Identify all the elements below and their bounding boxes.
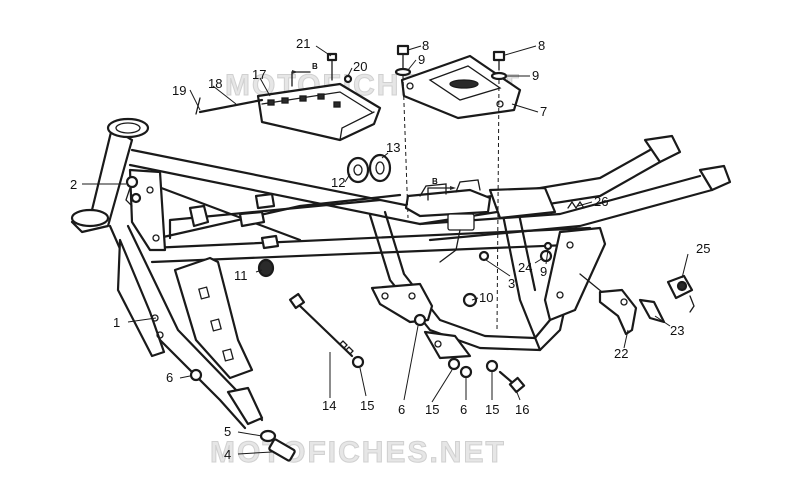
nut-part-15-c <box>485 359 499 373</box>
washer-part-9-lower <box>543 241 553 251</box>
screw-part-21 <box>326 52 338 81</box>
callout-9-left: 9 <box>418 52 425 67</box>
main-frame <box>70 117 732 430</box>
callout-6-mid: 6 <box>398 402 405 417</box>
callout-15-a: 15 <box>360 398 374 413</box>
watermark-bottom: MOTOFICHES.NET <box>210 436 506 469</box>
rod-part-18 <box>198 98 264 114</box>
latch-part-22 <box>598 288 638 336</box>
spring-part-26 <box>567 200 585 210</box>
lock-part-2 <box>125 175 142 207</box>
bolt-part-8-left <box>396 44 410 69</box>
lower-frame-tube <box>148 226 592 250</box>
steering-head-tube <box>70 117 150 234</box>
callout-5: 5 <box>224 424 231 439</box>
callout-15-c: 15 <box>485 402 499 417</box>
callout-9-right: 9 <box>532 68 539 83</box>
callout-13: 13 <box>386 140 400 155</box>
battery-bracket <box>404 179 492 263</box>
callout-4: 4 <box>224 447 231 462</box>
callout-19: 19 <box>172 83 186 98</box>
callout-12: 12 <box>331 175 345 190</box>
washer-part-9-right <box>490 71 508 81</box>
callout-8-right: 8 <box>538 38 545 53</box>
nut-part-24 <box>539 249 553 263</box>
callout-17: 17 <box>252 67 266 82</box>
hook-part-23 <box>638 298 666 324</box>
callout-15-b: 15 <box>425 402 439 417</box>
nut-part-10 <box>462 292 478 308</box>
detail-marker-label-center: B <box>432 177 438 186</box>
callout-21: 21 <box>296 36 310 51</box>
callout-8-left: 8 <box>422 38 429 53</box>
detail-marker-top: B <box>291 62 318 87</box>
washer-part-5 <box>259 429 277 443</box>
nut-part-6-a <box>189 368 203 382</box>
callout-6-right: 6 <box>460 402 467 417</box>
callout-25: 25 <box>696 241 710 256</box>
nut-part-11 <box>257 258 275 278</box>
bolt-part-16 <box>498 370 526 394</box>
callout-10: 10 <box>479 290 493 305</box>
callout-2: 2 <box>70 177 77 192</box>
grommet-part-13 <box>368 153 392 183</box>
callout-14: 14 <box>322 398 336 413</box>
front-gusset-plate <box>173 256 254 380</box>
bolt-part-4 <box>268 438 296 462</box>
bolt-part-8-right <box>492 50 506 71</box>
tool-box-part-17 <box>256 82 382 142</box>
nut-part-15-b <box>447 357 461 371</box>
callout-16: 16 <box>515 402 529 417</box>
callout-11: 11 <box>234 268 248 283</box>
callout-7: 7 <box>540 104 547 119</box>
callout-18: 18 <box>208 76 222 91</box>
nut-part-6-b <box>413 313 427 327</box>
detail-marker-label-top: B <box>312 62 318 71</box>
callout-labels: 21 20 19 18 17 8 9 8 9 7 13 12 2 26 11 3… <box>70 36 710 462</box>
callout-20: 20 <box>353 59 367 74</box>
leader-lines <box>82 45 689 455</box>
detail-marker-center: B <box>427 177 456 201</box>
callout-9-lower: 9 <box>540 264 547 279</box>
callout-26: 26 <box>594 194 608 209</box>
callout-23: 23 <box>670 323 684 338</box>
callout-24: 24 <box>518 260 532 275</box>
nut-part-20 <box>343 74 353 84</box>
nut-part-3 <box>478 250 490 262</box>
lock-part-25 <box>666 274 695 313</box>
callout-1: 1 <box>113 315 120 330</box>
callout-3: 3 <box>508 276 515 291</box>
callout-6-left: 6 <box>166 370 173 385</box>
grommet-part-12 <box>346 156 370 184</box>
callout-22: 22 <box>614 346 628 361</box>
nut-part-6-c <box>459 365 473 379</box>
long-bolt-part-14 <box>288 292 354 358</box>
rear-cradle <box>368 186 607 360</box>
battery-holder-plate-part-7 <box>400 54 522 120</box>
nut-part-15-a <box>351 355 365 369</box>
